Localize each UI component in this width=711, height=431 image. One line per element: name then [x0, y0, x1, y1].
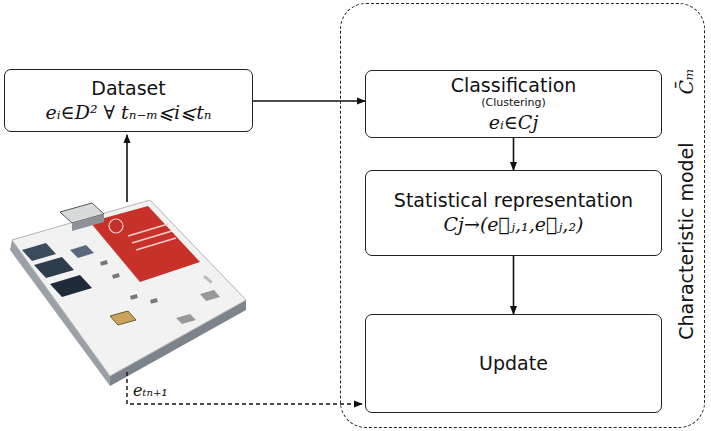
box-formula: (Clustering) — [481, 96, 546, 109]
data-box: Dataseteᵢ∈D² ∀ tₙ₋ₘ⩽i⩽tₙ — [4, 69, 253, 132]
process-box: Statistical representationCj→(e⃗ⱼ,₁,e⃗ⱼ,… — [365, 170, 662, 256]
process-box: Update — [365, 314, 662, 413]
box-title: Classification — [451, 74, 577, 97]
box-formula: Cj→(e⃗ⱼ,₁,e⃗ⱼ,₂) — [444, 212, 584, 237]
box-title: Dataset — [91, 77, 165, 100]
flow-arrow — [513, 138, 515, 170]
model-symbol: C̄ₘ — [675, 68, 697, 94]
data-arrow — [126, 135, 128, 202]
box-title: Update — [479, 352, 548, 375]
model-region: Characteristic model C̄ₘ Classification(Cl… — [340, 3, 705, 428]
region-label: Characteristic model — [675, 142, 697, 339]
sensor-board — [10, 200, 246, 386]
flow-arrow — [253, 100, 365, 102]
rotated-label: Characteristic model C̄ₘ — [675, 68, 697, 340]
process-box: Classification(Clustering)eᵢ∈Cj — [365, 70, 662, 138]
new-sample-arrow — [127, 372, 362, 404]
sample-label: eₜₙ₊₁ — [132, 381, 169, 400]
flow-arrow — [513, 256, 515, 314]
box-formula: eᵢ∈D² ∀ tₙ₋ₘ⩽i⩽tₙ — [46, 100, 212, 125]
box-title: Statistical representation — [394, 189, 633, 212]
box-formula: eᵢ∈Cj — [489, 110, 539, 135]
